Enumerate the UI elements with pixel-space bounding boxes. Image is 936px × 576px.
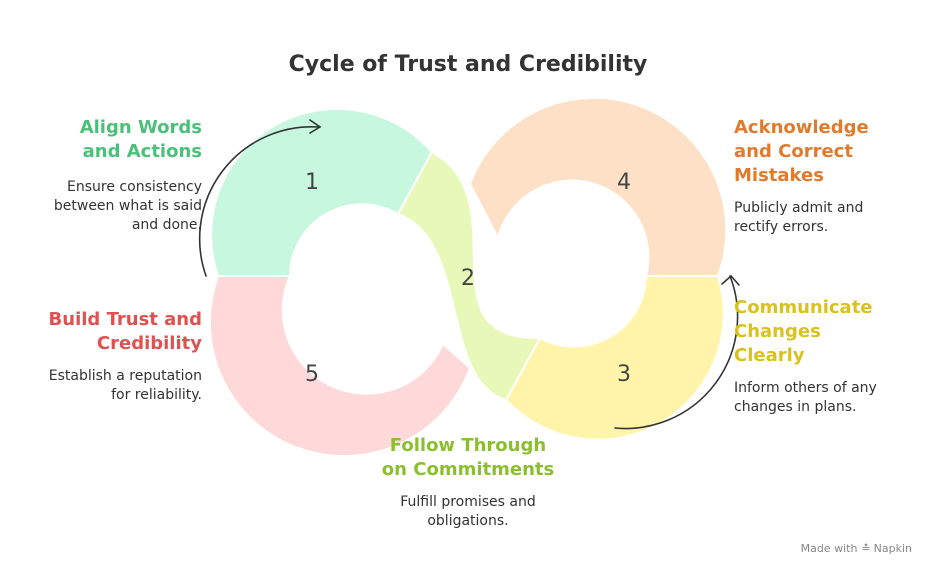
napkin-logo-icon: ≛ bbox=[861, 542, 871, 555]
made-with-text: Made with bbox=[800, 542, 858, 555]
step-number-3: 3 bbox=[617, 362, 631, 387]
napkin-credit[interactable]: Made with≛Napkin bbox=[801, 542, 912, 555]
segment-4 bbox=[468, 96, 728, 277]
napkin-brand-text: Napkin bbox=[873, 542, 912, 555]
diagram-title: Cycle of Trust and Credibility bbox=[288, 52, 648, 77]
cycle-arrow-right bbox=[614, 274, 740, 430]
segment-3 bbox=[504, 275, 725, 441]
step-number-4: 4 bbox=[617, 170, 631, 195]
step-number-2: 2 bbox=[461, 266, 475, 291]
step-number-5: 5 bbox=[305, 362, 319, 387]
segment-1 bbox=[210, 107, 434, 277]
segment-5 bbox=[208, 275, 472, 458]
cycle-arrow-left bbox=[198, 119, 322, 277]
segment-2 bbox=[396, 150, 542, 402]
step-number-1: 1 bbox=[305, 170, 319, 195]
